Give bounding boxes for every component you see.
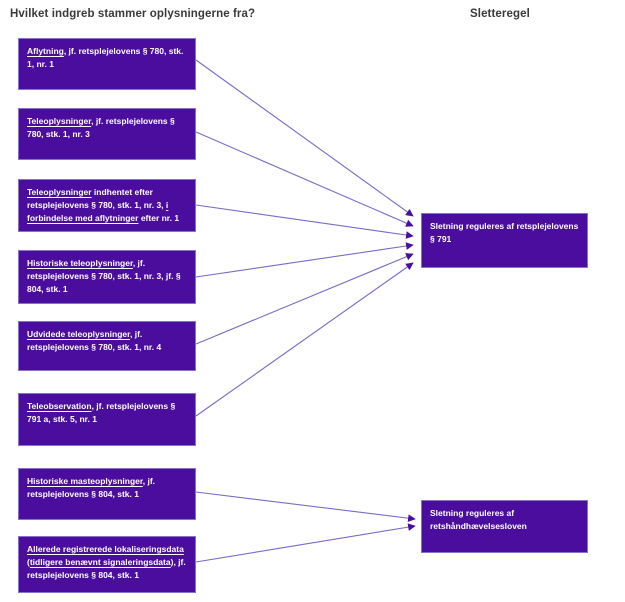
rule-text-line: § 791 bbox=[430, 233, 452, 244]
rule-text-line: retshåndhævelsesloven bbox=[430, 520, 527, 531]
source-box-teleoplysninger-indhentet: Teleoplysninger indhentet efter retsplej… bbox=[18, 179, 196, 232]
source-box-text-segment: , jf. retsplejelovens § 791 a, stk. 5, n… bbox=[27, 401, 176, 424]
source-box-text-segment: Teleoplysninger bbox=[27, 187, 92, 197]
column-title-sources: Hvilket indgreb stammer oplysningerne fr… bbox=[10, 8, 256, 20]
source-box-text-segment: Allerede registrerede lokaliseringsdata bbox=[27, 544, 184, 554]
source-box-teleoplysninger: Teleoplysninger, jf. retsplejelovens § 7… bbox=[18, 108, 196, 160]
arrow-teleoplysninger-indhentet-to-retsplejeloven-791 bbox=[195, 204, 414, 239]
source-box-text-segment: i forbindelse med aflytninger bbox=[27, 199, 169, 223]
source-box-text-segment: , jf. retsplejelovens § 780, stk. 1, nr.… bbox=[27, 46, 184, 69]
source-box-teleobservation: Teleobservation, jf. retsplejelovens § 7… bbox=[18, 393, 196, 446]
column-title-rules: Sletteregel bbox=[470, 8, 530, 20]
source-box-text-segment: ), jf. retsplejelovens § 804, stk. 1 bbox=[27, 556, 186, 580]
arrow-historiske-teleoplysninger-to-retsplejeloven-791 bbox=[195, 242, 414, 278]
source-box-text-segment: efter nr. 1 bbox=[138, 212, 180, 223]
source-box-text-segment: ( bbox=[27, 556, 30, 567]
source-box-text-segment: Teleoplysninger bbox=[27, 116, 92, 126]
rule-text-line: Sletning reguleres af retsplejelovens bbox=[430, 221, 579, 231]
source-box-historiske-masteoplysninger: Historiske masteoplysninger, jf. retsple… bbox=[18, 468, 196, 520]
source-box-udvidede-teleoplysninger: Udvidede teleoplysninger, jf. retsplejel… bbox=[18, 321, 196, 371]
source-box-text-segment: Historiske masteoplysninger bbox=[27, 476, 143, 486]
source-box-lokaliseringsdata: Allerede registrerede lokaliseringsdata … bbox=[18, 536, 196, 593]
arrow-lokaliseringsdata-to-retshaandhaevelsesloven bbox=[195, 523, 416, 563]
source-box-text-segment: Udvidede teleoplysninger bbox=[27, 329, 130, 339]
source-box-text-segment: , jf. retsplejelovens § 780, stk. 1, nr.… bbox=[27, 116, 175, 139]
source-box-text-segment: indhentet efter retsplejelovens § 780, s… bbox=[27, 187, 166, 210]
rule-box-retsplejeloven-791: Sletning reguleres af retsplejelovens § … bbox=[421, 213, 588, 268]
source-box-text-segment: , jf. retsplejelovens § 780, stk. 1, nr.… bbox=[27, 258, 181, 294]
source-box-historiske-teleoplysninger: Historiske teleoplysninger, jf. retsplej… bbox=[18, 250, 196, 304]
source-box-text-segment: Historiske teleoplysninger bbox=[27, 258, 133, 268]
arrow-teleobservation-to-retsplejeloven-791 bbox=[195, 262, 414, 417]
source-box-text-segment: Teleobservation bbox=[27, 401, 92, 411]
rule-box-retshaandhaevelsesloven: Sletning reguleres af retshåndhævelseslo… bbox=[421, 500, 588, 553]
arrow-aflytning-to-retsplejeloven-791 bbox=[195, 59, 414, 217]
source-box-aflytning: Aflytning, jf. retsplejelovens § 780, st… bbox=[18, 38, 196, 90]
source-box-text-segment: , jf. retsplejelovens § 804, stk. 1 bbox=[27, 476, 156, 499]
source-box-text-segment: Aflytning bbox=[27, 46, 64, 56]
arrow-udvidede-teleoplysninger-to-retsplejeloven-791 bbox=[195, 253, 414, 345]
source-box-text-segment: , jf. retsplejelovens § 780, stk. 1, nr.… bbox=[27, 329, 162, 352]
arrow-teleoplysninger-to-retsplejeloven-791 bbox=[195, 131, 414, 227]
source-box-text-segment: tidligere benævnt signaleringsdata bbox=[29, 556, 171, 567]
arrow-historiske-masteoplysninger-to-retshaandhaevelsesloven bbox=[195, 491, 416, 522]
rule-text-line: Sletning reguleres af bbox=[430, 508, 515, 518]
